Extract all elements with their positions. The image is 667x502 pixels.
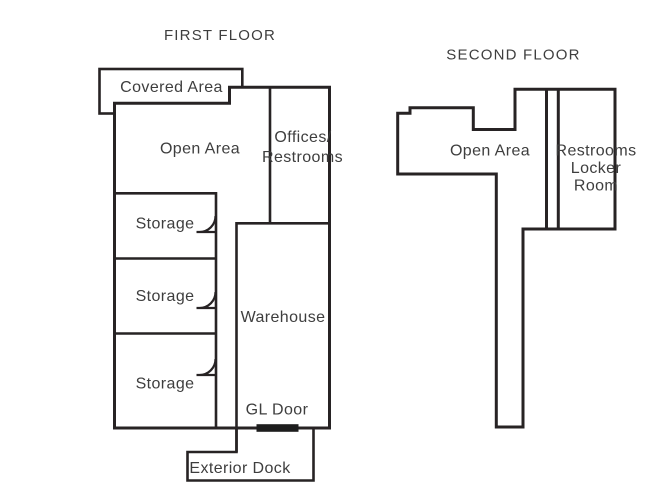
- label-open-area-first: Open Area: [160, 141, 240, 158]
- second-floor-interior-walls: [545, 89, 560, 229]
- label-exterior-dock: Exterior Dock: [189, 460, 291, 477]
- first-floor-interior-walls: [114, 87, 330, 452]
- second-floor-title: SECOND FLOOR: [446, 47, 580, 64]
- label-gl-door: GL Door: [246, 402, 309, 419]
- first-floor-plan: FIRST FLOOR Covered Area Open Area Offic…: [98, 27, 343, 482]
- label-storage-3: Storage: [136, 376, 195, 393]
- label-warehouse: Warehouse: [241, 309, 326, 326]
- exterior-dock-outline: [186, 428, 315, 482]
- label-offices-line2: Restrooms: [262, 149, 343, 166]
- label-covered-area: Covered Area: [120, 79, 223, 96]
- gl-door-marker: [256, 424, 299, 432]
- second-floor-outline: [396, 87, 617, 429]
- first-floor-title: FIRST FLOOR: [164, 27, 276, 44]
- label-open-area-second: Open Area: [450, 143, 530, 160]
- label-restrooms-line1: Restrooms: [556, 143, 637, 160]
- label-restrooms-line2: Locker: [571, 160, 622, 177]
- first-floor-outline: [113, 85, 331, 430]
- label-storage-1: Storage: [136, 216, 195, 233]
- second-floor-plan: SECOND FLOOR Open Area Restrooms Locker …: [396, 47, 637, 429]
- label-storage-2: Storage: [136, 288, 195, 305]
- storage-door-swing-icons: [196, 215, 217, 377]
- label-restrooms-line3: Room: [574, 178, 618, 195]
- label-offices-line1: Offices/: [274, 129, 331, 146]
